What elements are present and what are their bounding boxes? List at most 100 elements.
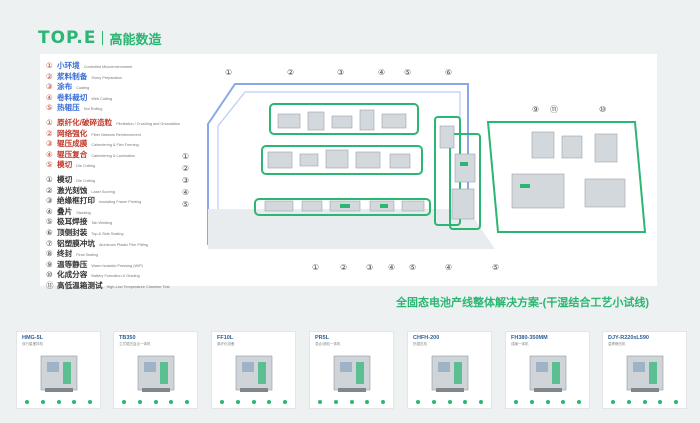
legend-label-en: Insulating Frame Printing bbox=[98, 200, 142, 205]
stage-label: ⑩ bbox=[599, 105, 606, 114]
legend-label-en: Stacking bbox=[76, 210, 91, 215]
card-model-code: FH380-350MM bbox=[511, 335, 548, 341]
feature-dot-icon bbox=[416, 400, 420, 404]
legend-label: 模切 bbox=[57, 160, 73, 170]
equipment-card[interactable]: FH380-350MM 成膜一体机 bbox=[505, 331, 590, 409]
legend-label: 叠片 bbox=[57, 206, 73, 216]
feature-dot-icon bbox=[642, 400, 647, 404]
card-subtitle: 立式辊压复合一体机 bbox=[119, 342, 151, 346]
feature-dot-icon bbox=[122, 400, 126, 404]
legend-number: ⑥ bbox=[46, 227, 53, 237]
legend-label: 卷料裁切 bbox=[57, 92, 88, 102]
stage-label: ⑥ bbox=[445, 68, 452, 77]
feature-dot-icon bbox=[137, 400, 142, 404]
feature-dot-icon bbox=[529, 400, 534, 404]
stage-label: ② bbox=[287, 68, 294, 77]
feature-dot-icon bbox=[626, 400, 631, 404]
card-feature-icons bbox=[416, 400, 483, 404]
feature-dot-icon bbox=[431, 400, 436, 404]
feature-dot-icon bbox=[88, 400, 92, 404]
feature-dot-icon bbox=[365, 400, 370, 404]
feature-dot-icon bbox=[349, 400, 354, 404]
feature-dot-icon bbox=[561, 400, 566, 404]
card-subtitle: 原纤化设备 bbox=[217, 342, 235, 346]
feature-dot-icon bbox=[577, 400, 581, 404]
equipment-card[interactable]: TB350 立式辊压复合一体机 bbox=[113, 331, 198, 409]
legend-label: 原纤化/破碎造粒 bbox=[57, 117, 113, 127]
stage-label: ② bbox=[182, 164, 189, 173]
stage-label: ① bbox=[312, 263, 319, 272]
legend-number: ③ bbox=[46, 139, 53, 149]
legend-label: 涂布 bbox=[57, 82, 73, 92]
feature-dot-icon bbox=[56, 400, 61, 404]
legend-number: ④ bbox=[46, 149, 53, 159]
feature-dot-icon bbox=[545, 400, 550, 404]
stage-label: ⑤ bbox=[182, 200, 189, 209]
feature-dot-icon bbox=[283, 400, 287, 404]
legend-label-en: Top & Side Sealing bbox=[91, 231, 124, 236]
legend-number: ④ bbox=[46, 206, 53, 216]
feature-dot-icon bbox=[318, 400, 322, 404]
feature-dot-icon bbox=[658, 400, 663, 404]
card-model-code: HMG-5L bbox=[22, 335, 44, 341]
feature-dot-icon bbox=[169, 400, 174, 404]
feature-dot-icon bbox=[220, 400, 224, 404]
feature-dot-icon bbox=[40, 400, 45, 404]
feature-dot-icon bbox=[267, 400, 272, 404]
equipment-card[interactable]: HMG-5L 双行星搅拌机 bbox=[16, 331, 101, 409]
legend-label-en: Aluminum Plastic Film Pitting bbox=[98, 242, 148, 247]
machine-image bbox=[235, 355, 273, 392]
card-subtitle: 双行星搅拌机 bbox=[22, 342, 43, 346]
feature-dot-icon bbox=[381, 400, 385, 404]
card-feature-icons bbox=[25, 400, 92, 404]
feature-dot-icon bbox=[514, 400, 518, 404]
legend-number: ⑨ bbox=[46, 259, 53, 269]
legend-label: 绝缘框打印 bbox=[57, 196, 95, 206]
legend-label-en: Hot Rolling bbox=[83, 107, 103, 112]
machine-image bbox=[40, 355, 78, 392]
machine-image bbox=[333, 355, 371, 392]
feature-dot-icon bbox=[153, 400, 158, 404]
stage-label: ③ bbox=[366, 263, 373, 272]
legend-label: 温等静压 bbox=[57, 259, 88, 269]
legend-number: ⑩ bbox=[46, 270, 53, 280]
legend-label-en: Web Cutting bbox=[91, 96, 113, 101]
legend-label-en: Tab Welding bbox=[91, 221, 113, 226]
legend-label-en: Battery Formation & Grading bbox=[91, 274, 140, 279]
legend-number: ② bbox=[46, 128, 53, 138]
card-model-code: PR5L bbox=[315, 335, 330, 341]
machine-image bbox=[529, 355, 567, 392]
feature-dot-icon bbox=[235, 400, 240, 404]
feature-dot-icon bbox=[463, 400, 468, 404]
brand-logo: TOP.E bbox=[38, 28, 97, 48]
legend-label: 小环境 bbox=[57, 61, 80, 70]
legend-label: 终封 bbox=[57, 249, 73, 259]
legend-number: ⑤ bbox=[46, 217, 53, 227]
equipment-card[interactable]: DJY-R220xL590 温等静压机 bbox=[602, 331, 687, 409]
legend-label: 铝塑膜冲坑 bbox=[57, 238, 95, 248]
card-subtitle: 热辊压机 bbox=[413, 342, 427, 346]
equipment-card[interactable]: PR5L 混合/造粒一体机 bbox=[309, 331, 394, 409]
equipment-card[interactable]: FF10L 原纤化设备 bbox=[211, 331, 296, 409]
card-model-code: CHFH-200 bbox=[413, 335, 440, 341]
equipment-card[interactable]: CHFH-200 热辊压机 bbox=[407, 331, 492, 409]
legend-label: 网络强化 bbox=[57, 128, 88, 138]
stage-label: ⑨ bbox=[532, 105, 539, 114]
